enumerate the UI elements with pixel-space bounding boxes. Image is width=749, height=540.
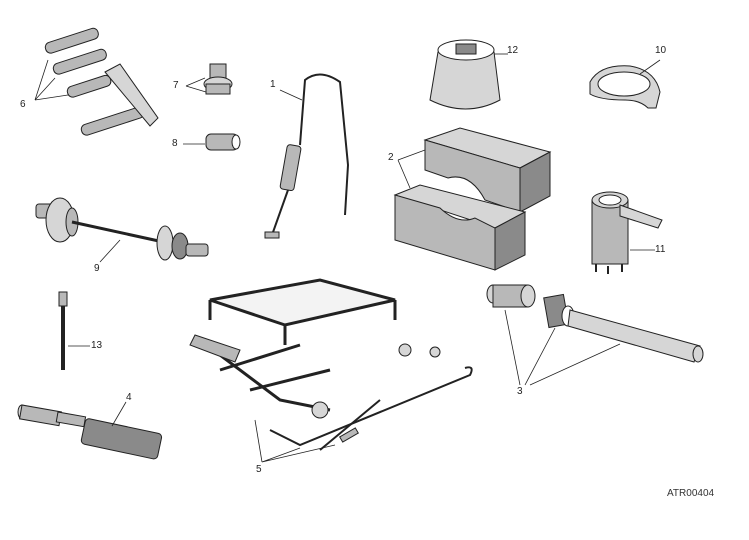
tool-11-holder bbox=[591, 191, 663, 274]
tool-4-handle bbox=[17, 401, 163, 460]
callout-3: 3 bbox=[517, 386, 523, 397]
tool-1-gauge bbox=[264, 73, 350, 239]
tool-3-extractor bbox=[486, 284, 704, 386]
callout-7: 7 bbox=[173, 80, 179, 91]
reference-code: ATR00404 bbox=[667, 488, 715, 499]
tool-6-pins bbox=[34, 27, 159, 136]
callout-8: 8 bbox=[172, 138, 178, 149]
tool-7-adapter bbox=[185, 63, 233, 95]
callout-12: 12 bbox=[507, 45, 519, 56]
callout-1: 1 bbox=[270, 79, 276, 90]
tool-10-ring-spanner bbox=[589, 59, 661, 109]
callout-2: 2 bbox=[388, 152, 394, 163]
callout-4: 4 bbox=[126, 392, 132, 403]
callout-9: 9 bbox=[94, 263, 100, 274]
callout-13: 13 bbox=[91, 340, 103, 351]
callout-6: 6 bbox=[20, 99, 26, 110]
tool-8-sleeve bbox=[183, 133, 241, 151]
callout-11: 11 bbox=[655, 244, 666, 255]
tool-5-stand bbox=[189, 278, 473, 463]
tool-2-blocks bbox=[393, 127, 552, 271]
callout-10: 10 bbox=[655, 45, 667, 56]
callout-5: 5 bbox=[256, 464, 262, 475]
tool-9-shaft-puller bbox=[35, 197, 209, 263]
tool-13-rod bbox=[58, 291, 90, 370]
tool-12-socket bbox=[429, 39, 508, 110]
